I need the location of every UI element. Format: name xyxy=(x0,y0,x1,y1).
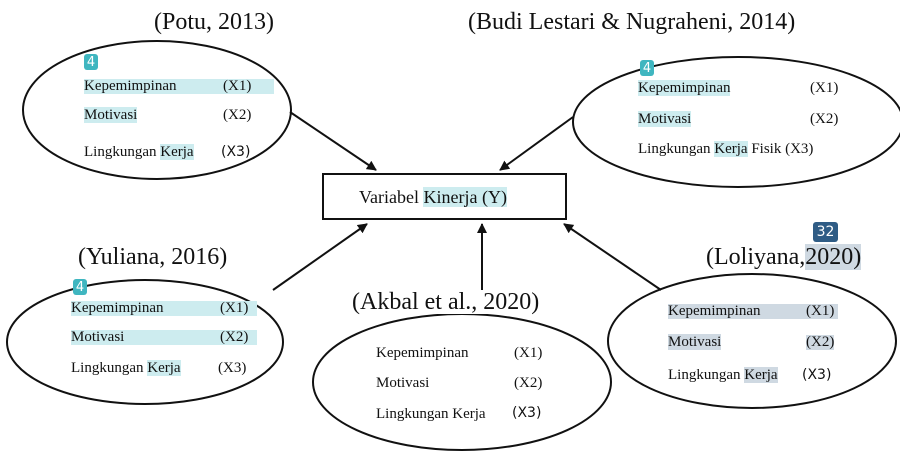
item-label-hl: Kerja xyxy=(147,360,181,376)
annotation-badge: 32 xyxy=(813,222,838,242)
kinerja-suffix: (Y) xyxy=(477,187,507,207)
citation-potu: (Potu, 2013) xyxy=(154,9,274,35)
item-label-hl: Kerja xyxy=(714,141,748,157)
annotation-badge: 4 xyxy=(84,54,98,70)
potu-item-2: Motivasi xyxy=(84,107,138,123)
ellipse-potu xyxy=(22,40,292,180)
yuliana-item-3: Lingkungan Kerja xyxy=(71,360,181,376)
item-label: Motivasi xyxy=(71,329,125,345)
akbal-item-2: Motivasi xyxy=(376,375,430,391)
item-label-after: Fisik xyxy=(747,141,786,157)
ellipse-budi xyxy=(572,56,900,188)
item-code: (X1) xyxy=(220,300,249,316)
loliyana-item-3-code: (X3) xyxy=(802,367,832,383)
kinerja-label: Variabel Kinerja (Y) xyxy=(359,187,507,207)
loliyana-item-1: Kepemimpinan (X1) xyxy=(668,304,838,319)
budi-item-3: Lingkungan Kerja Fisik (X3) xyxy=(638,141,814,157)
arrow-loliyana xyxy=(563,223,662,291)
item-label: Motivasi xyxy=(668,334,722,350)
akbal-item-3-code: (X3) xyxy=(512,405,542,421)
item-label: Motivasi xyxy=(84,107,138,123)
potu-item-1: Kepemimpinan (X1) xyxy=(84,79,274,94)
potu-item-2-code: (X2) xyxy=(223,107,252,123)
ellipse-yuliana xyxy=(6,279,284,405)
item-label: Kepemimpinan xyxy=(84,78,177,94)
akbal-item-1: Kepemimpinan xyxy=(376,345,469,361)
item-label: Motivasi xyxy=(638,111,692,127)
citation-loliyana: (Loliyana,2020) xyxy=(706,244,862,270)
ellipse-loliyana xyxy=(607,273,897,409)
item-code: (X1) xyxy=(806,303,835,319)
budi-item-1: Kepemimpinan xyxy=(638,80,731,96)
budi-item-1-code: (X1) xyxy=(810,80,839,96)
item-label: Kepemimpinan xyxy=(668,303,761,319)
arrow-yuliana xyxy=(272,223,368,291)
potu-item-3: Lingkungan Kerja xyxy=(84,144,194,160)
item-code: (X2) xyxy=(220,329,249,345)
arrow-potu xyxy=(289,111,377,171)
item-label: Lingkungan xyxy=(71,360,148,376)
kinerja-highlight: Kinerja xyxy=(423,187,478,207)
citation-yuliana: (Yuliana, 2016) xyxy=(78,244,228,270)
citation-plain: (Loliyana, xyxy=(706,244,806,270)
citation-budi: (Budi Lestari & Nugraheni, 2014) xyxy=(468,9,796,35)
item-label-hl: Kerja xyxy=(744,367,778,383)
item-label-hl: Kerja xyxy=(160,144,194,160)
item-code: (X3) xyxy=(785,141,814,157)
kinerja-prefix: Variabel xyxy=(359,187,424,207)
item-label: Kepemimpinan xyxy=(638,80,731,96)
item-label: Kepemimpinan xyxy=(71,300,164,316)
akbal-item-2-code: (X2) xyxy=(514,375,543,391)
akbal-item-3: Lingkungan Kerja xyxy=(376,406,486,422)
item-label: Lingkungan xyxy=(638,141,715,157)
loliyana-item-2: Motivasi xyxy=(668,334,722,350)
item-label: Lingkungan xyxy=(84,144,161,160)
ellipse-akbal xyxy=(312,313,612,451)
annotation-badge: 4 xyxy=(73,279,87,295)
yuliana-item-2: Motivasi (X2) xyxy=(71,330,257,345)
yuliana-item-1: Kepemimpinan (X1) xyxy=(71,301,257,316)
citation-highlight: 2020) xyxy=(805,244,862,270)
arrow-budi xyxy=(499,116,574,171)
item-code: (X1) xyxy=(223,78,252,94)
budi-item-2-code: (X2) xyxy=(810,111,839,127)
potu-item-3-code: (X3) xyxy=(221,144,251,160)
annotation-badge: 4 xyxy=(640,60,654,76)
yuliana-item-3-code: (X3) xyxy=(218,360,247,376)
loliyana-item-3: Lingkungan Kerja xyxy=(668,367,778,383)
budi-item-2: Motivasi xyxy=(638,111,692,127)
item-label: Lingkungan xyxy=(668,367,745,383)
citation-akbal: (Akbal et al., 2020) xyxy=(350,289,542,315)
akbal-item-1-code: (X1) xyxy=(514,345,543,361)
loliyana-item-2-code: (X2) xyxy=(806,334,835,350)
